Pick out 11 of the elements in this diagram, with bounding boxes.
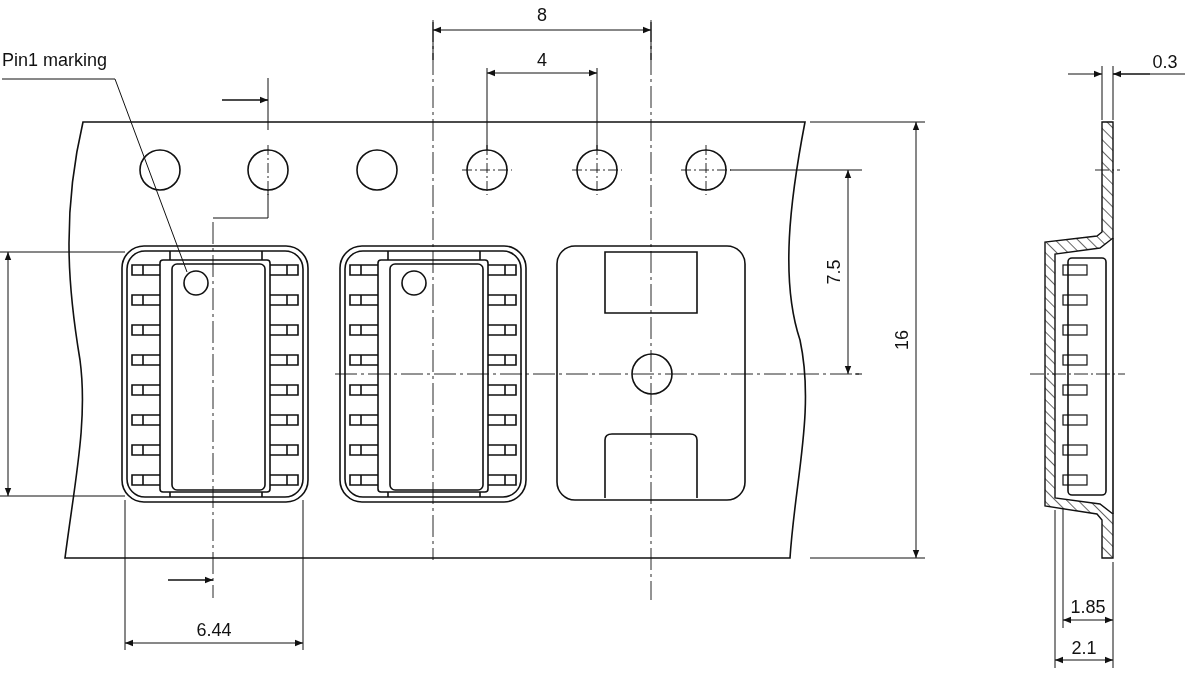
leader-line xyxy=(1,78,188,273)
dimension-value: 16 xyxy=(892,330,912,350)
dimension-value: 1.85 xyxy=(1070,597,1106,617)
dimension-value: 4 xyxy=(537,50,547,70)
callout-label: Pin1 marking xyxy=(2,50,108,70)
pin1-marking-dot xyxy=(183,270,209,296)
dimension-value: 2.1 xyxy=(1071,638,1097,658)
dimension-value: 6.44 xyxy=(196,620,232,640)
dimension-value: 8 xyxy=(537,5,547,25)
dimension-value: 0.3 xyxy=(1152,52,1178,72)
dimension-value: 7.5 xyxy=(824,259,844,285)
